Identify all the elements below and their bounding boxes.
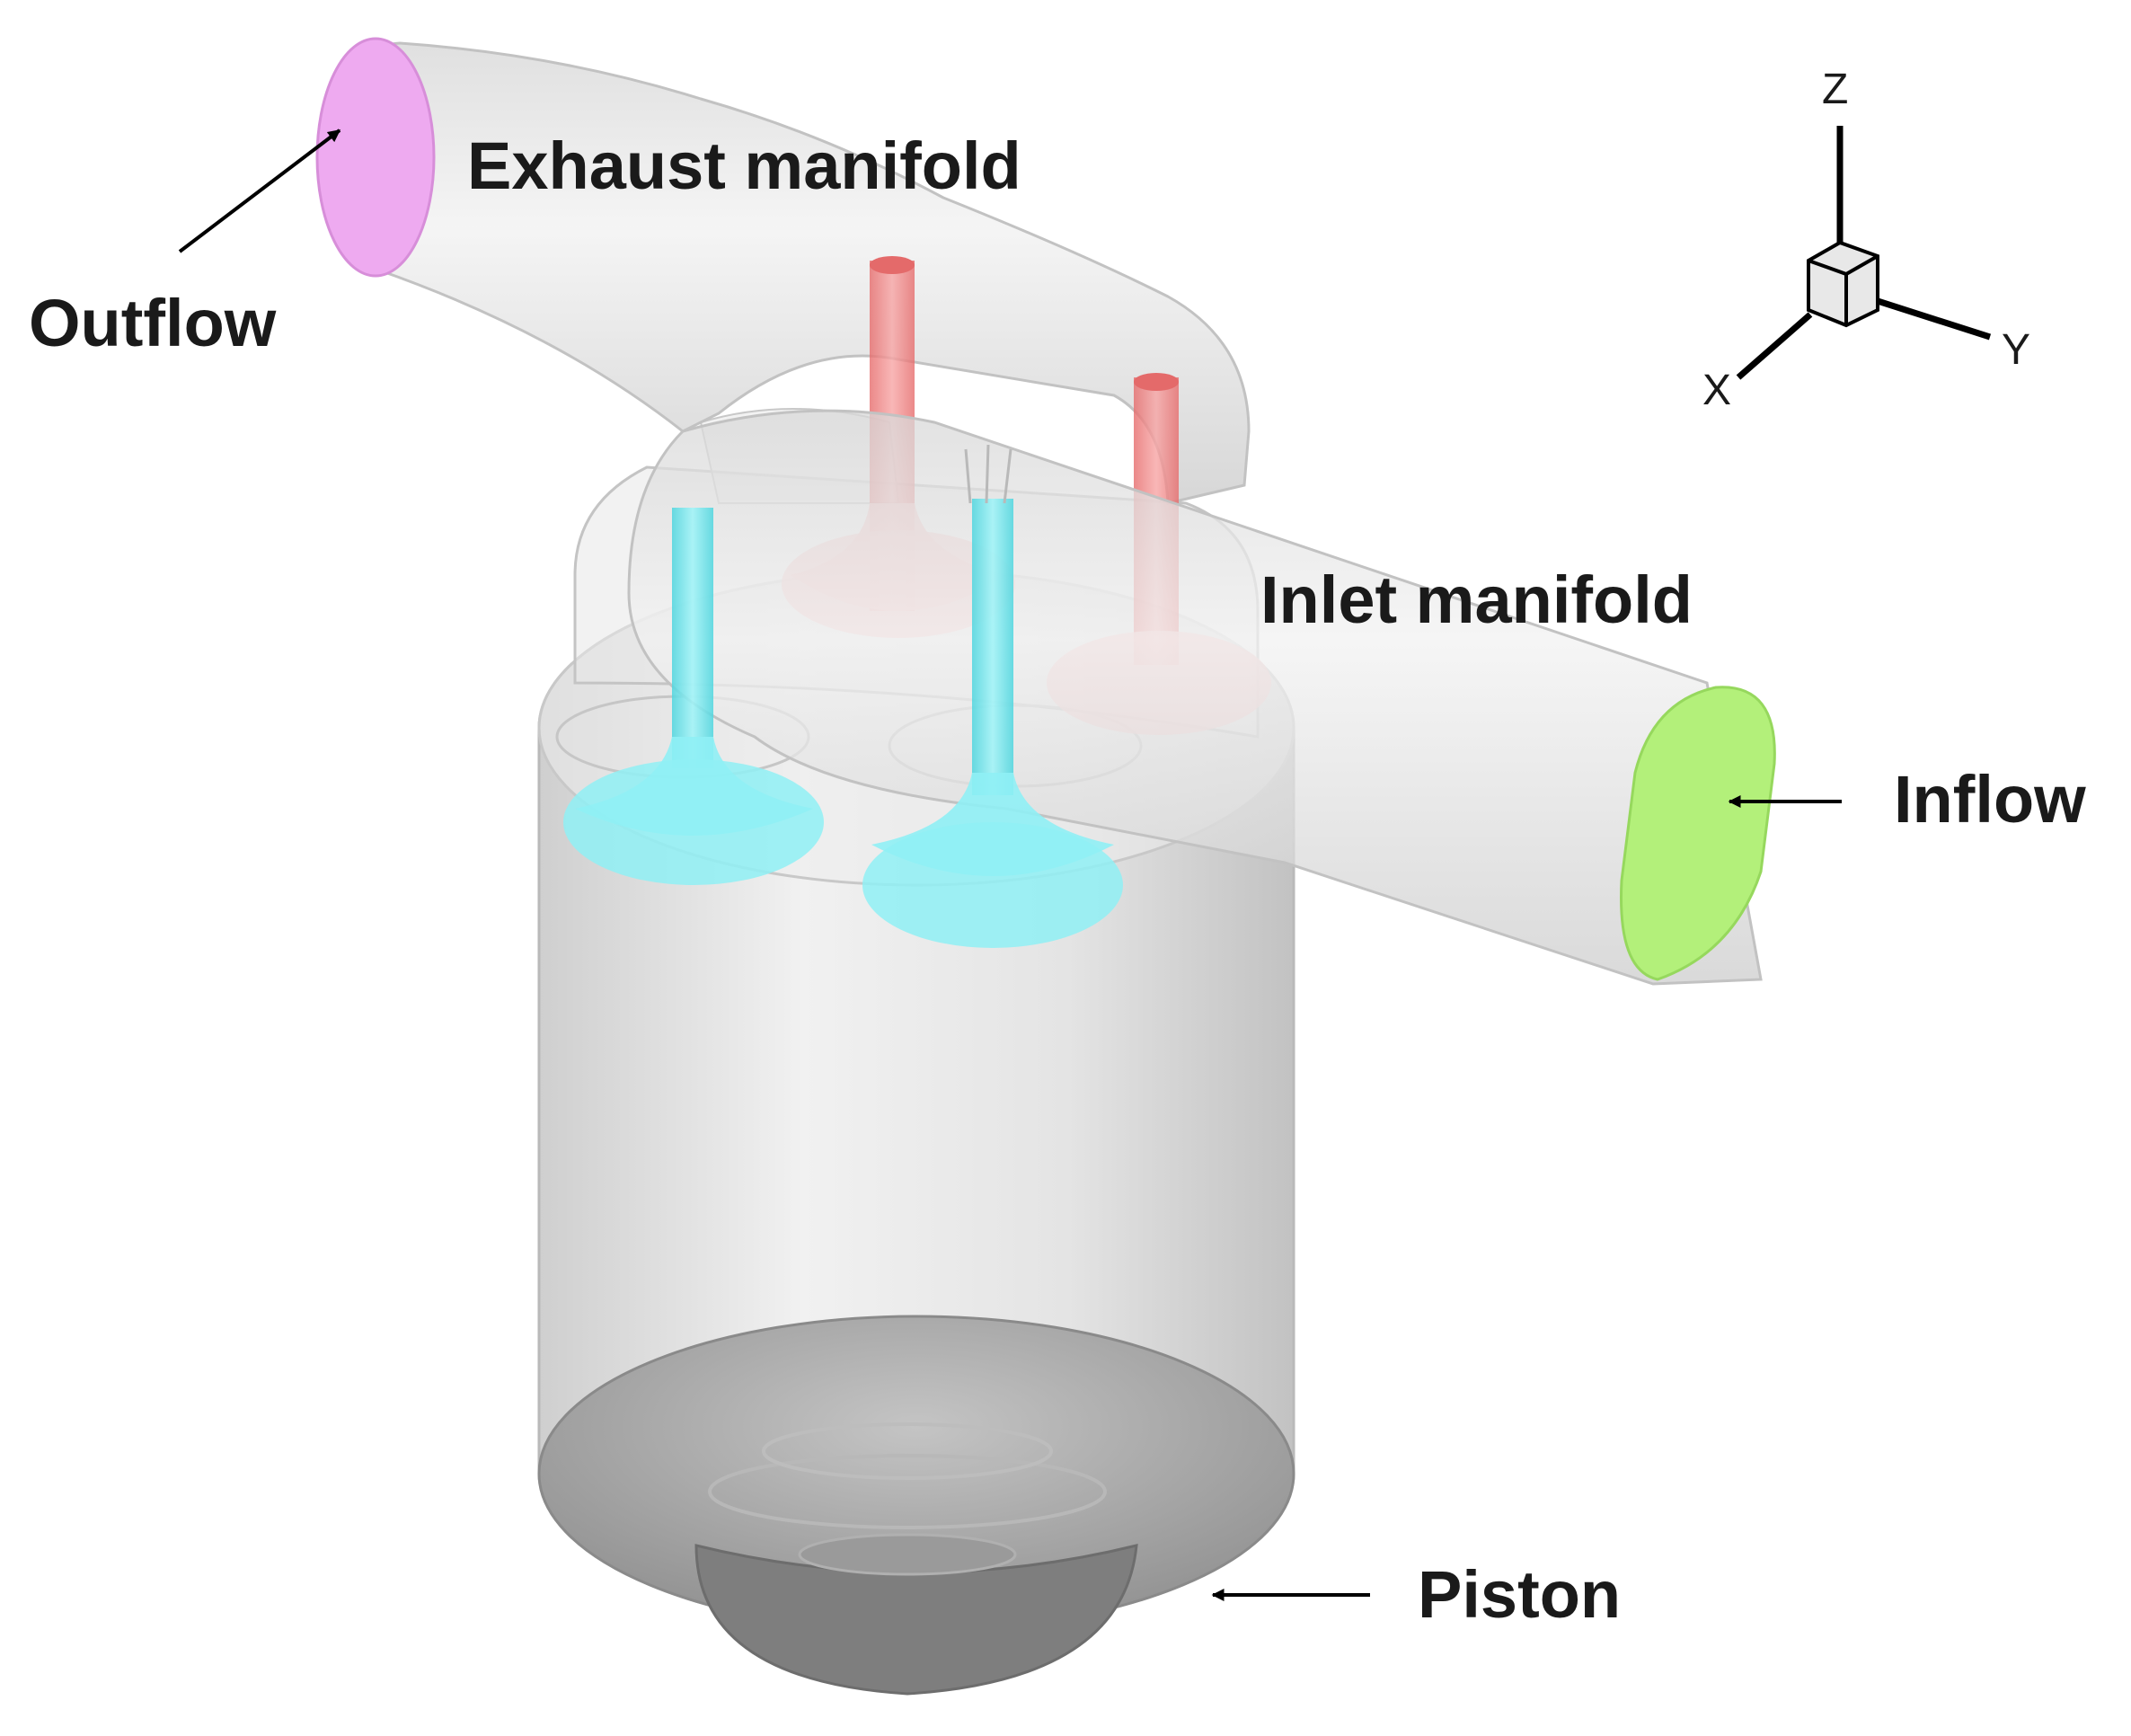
piston-label: Piston xyxy=(1418,1557,1621,1632)
outflow-label: Outflow xyxy=(29,286,277,360)
axes-cube-icon xyxy=(1807,240,1879,328)
axes-triad: Z Y X xyxy=(1702,66,2030,414)
exhaust-manifold-label: Exhaust manifold xyxy=(467,128,1021,203)
x-axis-label: X xyxy=(1702,367,1731,414)
y-axis-line xyxy=(1876,297,1992,341)
outflow-arrow xyxy=(178,128,341,253)
outflow-face xyxy=(315,37,436,278)
y-axis-label: Y xyxy=(2002,326,2030,374)
z-axis-label: Z xyxy=(1822,66,1848,113)
inflow-face xyxy=(1620,686,1776,981)
x-axis-line xyxy=(1736,312,1813,380)
inlet-manifold xyxy=(627,409,1776,986)
piston xyxy=(537,1315,1295,1696)
inlet-valve-1 xyxy=(563,508,824,885)
inlet-manifold-label: Inlet manifold xyxy=(1260,562,1693,637)
inlet-valve-2 xyxy=(862,444,1123,948)
inflow-label: Inflow xyxy=(1894,762,2086,837)
